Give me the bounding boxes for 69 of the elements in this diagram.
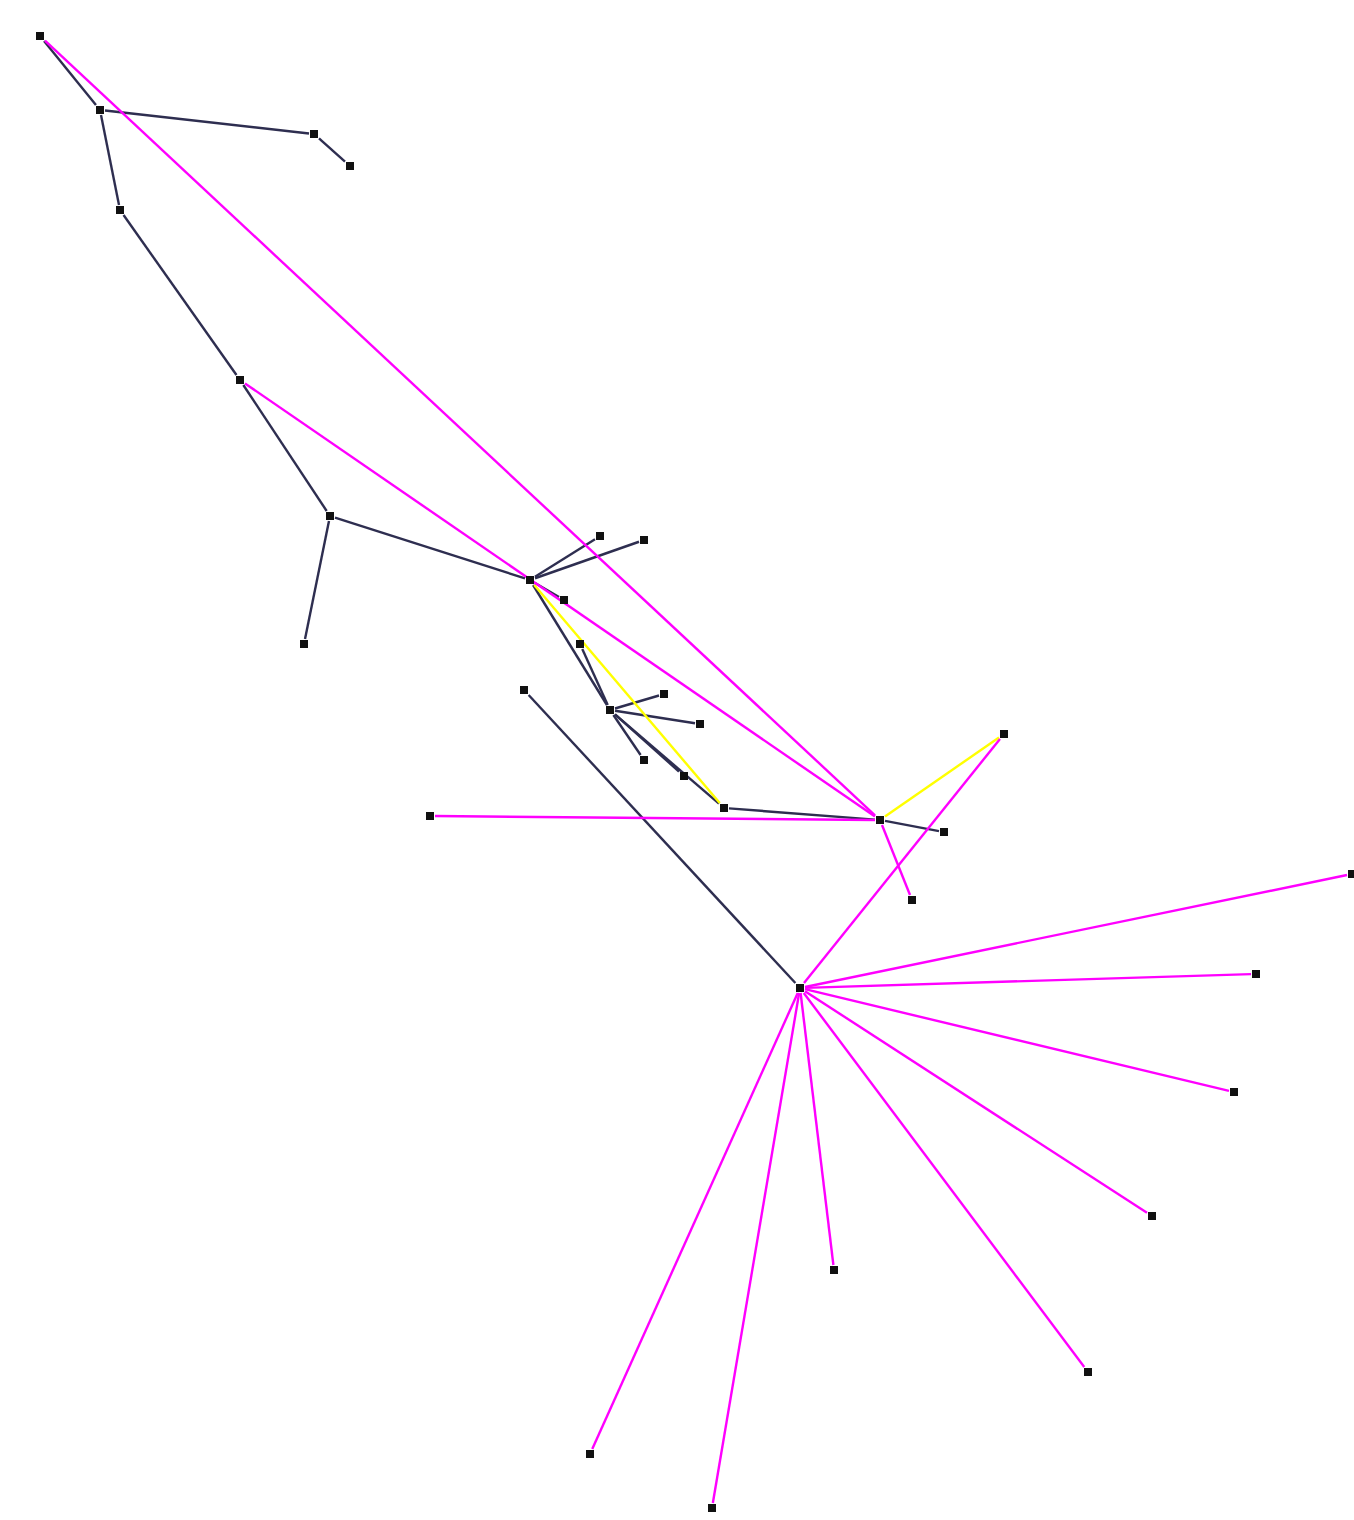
connector-line <box>612 714 642 756</box>
graph-node <box>679 771 687 779</box>
graph-node <box>95 105 103 113</box>
connector-line <box>711 992 801 1504</box>
connector-line <box>803 738 1001 984</box>
graph-node <box>35 31 43 39</box>
graph-node <box>795 983 803 991</box>
connector-line <box>884 819 940 833</box>
graph-node <box>907 895 915 903</box>
graph-node <box>235 375 243 383</box>
graph-node <box>345 161 353 169</box>
connector-line <box>884 736 1000 818</box>
graph-node <box>659 689 667 697</box>
graph-node <box>939 827 947 835</box>
graph-node <box>325 511 333 519</box>
graph-node <box>1251 969 1259 977</box>
graph-node <box>585 1449 593 1457</box>
connector-line <box>614 713 680 773</box>
graph-node <box>707 1503 715 1511</box>
connector-line <box>614 713 720 805</box>
connector-line <box>614 694 660 710</box>
graph-node <box>525 575 533 583</box>
connector-line <box>318 137 346 163</box>
connector-line <box>527 694 797 984</box>
graph-node <box>695 719 703 727</box>
connector-line <box>242 384 328 512</box>
connector-line <box>303 520 331 640</box>
connector-line <box>880 824 912 896</box>
connector-line <box>532 584 608 706</box>
connector-line <box>581 648 609 706</box>
connector-line <box>122 214 238 376</box>
connector-line <box>104 109 310 135</box>
graph-node <box>639 535 647 543</box>
connector-line <box>804 988 1230 1092</box>
graph-node <box>719 803 727 811</box>
graph-node <box>999 729 1007 737</box>
connector-line <box>591 992 799 1450</box>
graph-node <box>559 595 567 603</box>
connector-line <box>799 992 835 1266</box>
connector-line <box>43 40 97 106</box>
connector-line <box>804 972 1252 990</box>
connector-line <box>804 873 1348 989</box>
connector-line <box>435 814 875 822</box>
graph-node <box>595 531 603 539</box>
connector-line <box>533 584 721 804</box>
connector-line <box>334 516 526 580</box>
graph-node <box>309 129 317 137</box>
graph-node <box>1147 1211 1155 1219</box>
connector-line <box>99 114 121 206</box>
connector-line <box>804 990 1148 1214</box>
graph-node <box>1229 1087 1237 1095</box>
connector-line <box>728 807 876 821</box>
graph-node <box>1083 1367 1091 1375</box>
graph-node <box>115 205 123 213</box>
graph-node <box>299 639 307 647</box>
graph-node <box>425 811 433 819</box>
connector-line <box>534 538 596 578</box>
graph-node <box>605 705 613 713</box>
graph-node <box>829 1265 837 1273</box>
graph-node <box>1347 869 1354 877</box>
graph-node <box>875 815 883 823</box>
graph-node <box>519 685 527 693</box>
graph-node <box>639 755 647 763</box>
connector-line <box>44 39 876 817</box>
connector-line <box>802 992 1086 1368</box>
connector-line <box>244 382 876 818</box>
connector-line <box>614 709 696 725</box>
graph-node <box>575 639 583 647</box>
connector-line <box>534 540 640 580</box>
